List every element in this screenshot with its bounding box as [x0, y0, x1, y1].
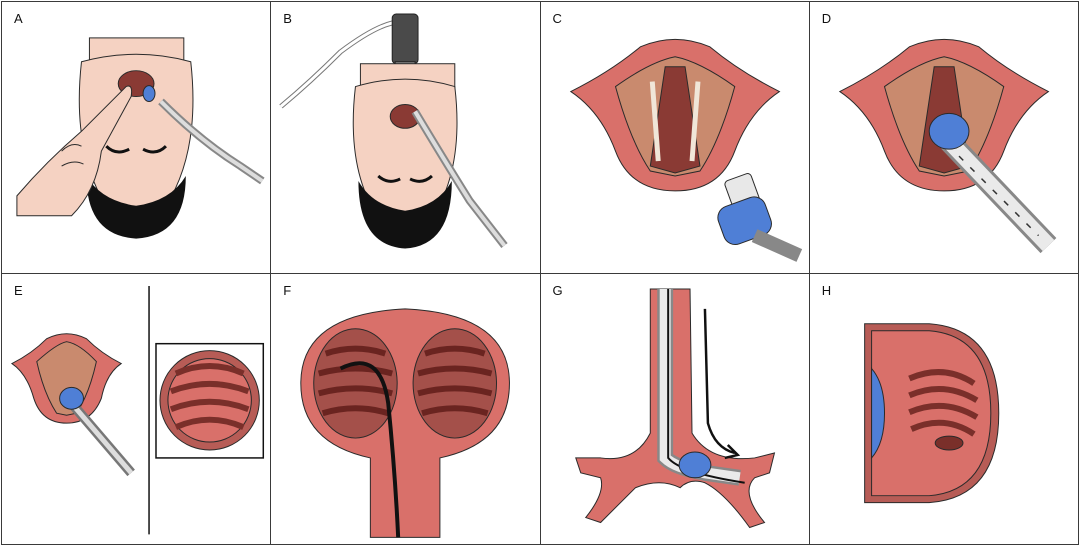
laryngoscope-head-illustration [279, 13, 508, 249]
panel-c: C [540, 2, 810, 274]
carina-with-bougie-illustration [300, 307, 511, 538]
tube-through-cords-illustration [838, 38, 1057, 254]
panel-label: B [283, 11, 292, 26]
panel-f: F [271, 273, 541, 545]
panel-label: E [14, 282, 23, 298]
panel-g: G [540, 273, 810, 545]
panel-e: E [2, 273, 272, 545]
panel-label: C [552, 11, 562, 26]
bronchus-lumen-view-illustration [863, 322, 1000, 503]
head-with-finger-illustration [16, 37, 265, 239]
panel-label: D [821, 11, 832, 26]
panel-label: F [283, 282, 292, 298]
panel-b: B [271, 2, 541, 274]
bronchial-tree-illustration [574, 288, 775, 528]
panel-h: H [809, 273, 1079, 545]
panel-label: G [552, 282, 563, 298]
vocal-cords-illustration [569, 38, 802, 262]
panel-d: D [809, 2, 1079, 274]
panel-a: A [2, 2, 272, 274]
panel-label: H [821, 282, 832, 298]
panel-label: A [14, 11, 23, 26]
tube-and-trachea-view-illustration [10, 285, 265, 534]
